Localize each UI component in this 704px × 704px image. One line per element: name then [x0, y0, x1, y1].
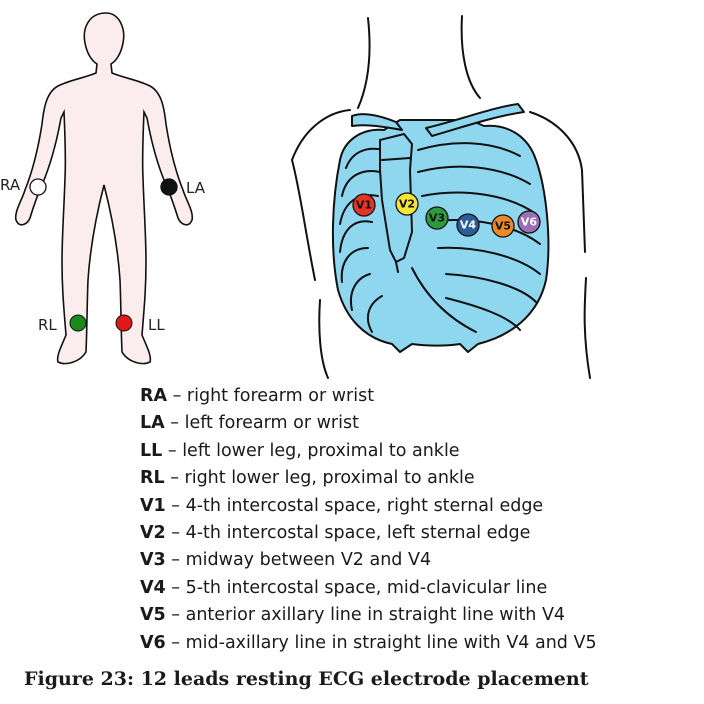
legend-desc: – right forearm or wrist — [167, 386, 375, 406]
legend-code: V6 — [140, 632, 166, 653]
legend-desc: – mid-axillary line in straight line wit… — [165, 632, 597, 653]
legend-desc: – anterior axillary line in straight lin… — [165, 605, 566, 626]
v1-electrode — [352, 193, 376, 217]
clavicle-right — [351, 113, 403, 131]
legend-desc: – left forearm or wrist — [164, 413, 359, 434]
clavicle-left — [425, 103, 525, 137]
legend-code: LL — [140, 440, 163, 461]
xiphoid — [395, 261, 399, 273]
legend-item: V4 – 5-th intercostal space, mid-clavicu… — [140, 575, 700, 602]
rib-l6 — [445, 273, 537, 303]
legend-item: V5 – anterior axillary line in straight … — [140, 602, 700, 629]
legend-item: RL – right lower leg, proximal to ankle — [140, 465, 700, 492]
legend-item: V6 – mid-axillary line in straight line … — [140, 630, 700, 657]
legend-desc: – right lower leg, proximal to ankle — [164, 468, 475, 489]
v6-electrode — [517, 210, 541, 234]
legend-item: V1 – 4-th intercostal space, right stern… — [140, 493, 700, 520]
body-silhouette — [14, 12, 194, 365]
body-figure — [14, 12, 194, 365]
v6-label: V6 — [521, 216, 538, 229]
legend-code: V1 — [140, 495, 166, 516]
v2-label: V2 — [399, 198, 415, 211]
rib-r3 — [339, 194, 379, 225]
neck-outline — [357, 15, 481, 109]
rib-r7 — [366, 295, 383, 333]
legend-item: LL – left lower leg, proximal to ankle — [140, 438, 700, 465]
rib-l5 — [437, 246, 541, 275]
ra-label: RA — [0, 176, 21, 194]
legend-desc: – midway between V2 and V4 — [165, 550, 432, 571]
legend-code: V5 — [140, 605, 166, 626]
rib-l7 — [445, 297, 521, 331]
rl-electrode — [69, 314, 87, 332]
rl-label: RL — [38, 316, 57, 334]
v2-electrode — [395, 192, 419, 216]
legend-code: RA — [140, 386, 168, 406]
v3-label: V3 — [429, 212, 445, 225]
legend-code: V4 — [140, 577, 166, 598]
electrode-legend: RA – right forearm or wrist LA – left fo… — [140, 383, 700, 657]
rib-l3 — [421, 191, 537, 215]
la-electrode — [160, 178, 178, 196]
legend-desc: – left lower leg, proximal to ankle — [162, 440, 460, 461]
legend-code: V2 — [140, 522, 166, 543]
torso-outline — [291, 109, 591, 379]
rib-r6 — [350, 273, 371, 311]
rib-r4 — [339, 220, 373, 253]
chest-electrodes: V1 V2 V3 V4 V5 V6 — [352, 192, 541, 238]
legend-item: V3 – midway between V2 and V4 — [140, 547, 700, 574]
ll-electrode — [115, 314, 133, 332]
rib-r5 — [340, 247, 369, 283]
v4-label: V4 — [460, 219, 477, 232]
legend-item: V2 – 4-th intercostal space, left sterna… — [140, 520, 700, 547]
legend-code: V3 — [140, 550, 166, 571]
legend-desc: – 4-th intercostal space, right sternal … — [165, 495, 544, 516]
legend-item: RA – right forearm or wrist — [140, 383, 700, 410]
rib-l1 — [417, 142, 521, 157]
rib-r2 — [341, 170, 381, 197]
diagram-svg: RA LA RL LL — [0, 12, 591, 379]
sternum-joint — [381, 157, 411, 161]
legend-code: RL — [140, 468, 165, 489]
v3-electrode — [425, 206, 449, 230]
legend-desc: – 4-th intercostal space, left sternal e… — [165, 522, 531, 543]
costal-margin — [411, 267, 477, 333]
ll-label: LL — [148, 316, 165, 334]
legend-code: LA — [140, 413, 165, 434]
v1-label: V1 — [356, 199, 372, 212]
v5-electrode — [491, 214, 515, 238]
legend-item: LA – left forearm or wrist — [140, 410, 700, 437]
ra-electrode — [29, 178, 47, 196]
v4-electrode — [456, 213, 480, 237]
figure-caption: Figure 23: 12 leads resting ECG electrod… — [24, 668, 589, 690]
la-label: LA — [186, 179, 206, 197]
ribcage-diagram — [291, 15, 591, 379]
v5-label: V5 — [495, 220, 511, 233]
sternum — [379, 133, 413, 263]
limb-electrodes: RA LA RL LL — [0, 176, 206, 334]
rib-l2 — [417, 165, 531, 185]
legend-desc: – 5-th intercostal space, mid-clavicular… — [165, 577, 548, 598]
